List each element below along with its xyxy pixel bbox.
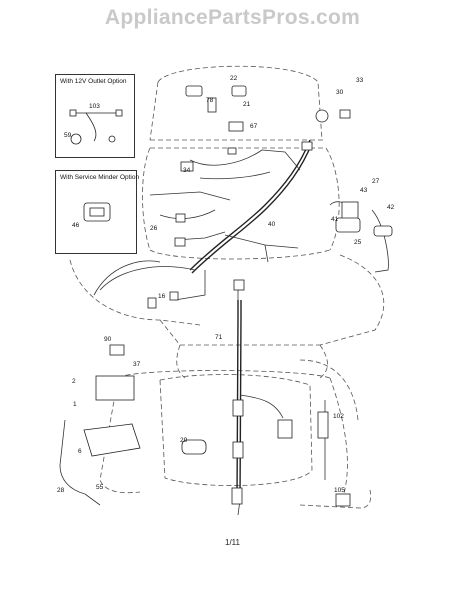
callout-25: 25: [354, 239, 362, 246]
watermark-title: AppliancePartsPros.com: [104, 6, 361, 29]
callout-103: 103: [89, 103, 100, 110]
callout-30: 30: [336, 89, 344, 96]
callout-34: 34: [183, 167, 191, 174]
inset-service-minder-option: With Service Minder Option 46: [55, 170, 140, 254]
holddown-90: [109, 344, 125, 356]
plug-end: [231, 487, 243, 505]
outlet-harness-drawing: 103 59: [64, 103, 123, 145]
callout-22: 22: [230, 75, 238, 82]
callout-102: 102: [333, 413, 344, 420]
callout-46: 46: [72, 222, 80, 229]
callout-42: 42: [387, 204, 395, 211]
connector-22: [185, 85, 203, 97]
callout-27: 27: [372, 178, 380, 185]
battery: [95, 375, 135, 401]
page-number: 1/11: [225, 538, 240, 547]
callout-90: 90: [104, 336, 112, 343]
relay: [233, 279, 245, 291]
callout-16: 16: [158, 293, 166, 300]
callout-33: 33: [356, 77, 364, 84]
service-minder-drawing: 46: [72, 202, 111, 229]
connector-ignition: [301, 141, 313, 151]
callout-59: 59: [64, 132, 72, 139]
callout-40: 40: [268, 221, 276, 228]
harness-components: [83, 85, 393, 507]
tractor-outline: [69, 65, 385, 509]
starter-25: [335, 217, 361, 233]
seat-switch: [277, 419, 293, 439]
switch-105: [335, 493, 351, 507]
main-harness: [189, 139, 313, 501]
callout-26: 26: [150, 225, 158, 232]
bracket-33: [339, 109, 351, 119]
connector-21: [231, 85, 247, 97]
callout-43: 43: [360, 187, 368, 194]
inset-12v-outlet-option: With 12V Outlet Option 103 59: [55, 74, 135, 158]
cable-42: [373, 225, 393, 237]
callout-1: 1: [73, 401, 77, 408]
callout-55: 55: [96, 484, 104, 491]
inset-title-12v: With 12V Outlet Option: [60, 78, 127, 85]
connector-left: [174, 237, 186, 247]
callout-105: 105: [334, 487, 345, 494]
connector-29: [181, 439, 207, 455]
battery-tray: [83, 423, 141, 457]
connector-mid: [232, 399, 244, 417]
callout-41: 41: [331, 216, 339, 223]
callout-2: 2: [72, 378, 76, 385]
callout-28: 28: [57, 487, 65, 494]
callout-6: 6: [78, 448, 82, 455]
inset-title-service-minder: With Service Minder Option: [60, 174, 140, 181]
callout-71: 71: [215, 334, 223, 341]
fuse-102: [317, 411, 329, 439]
connector-low: [232, 441, 244, 459]
connector-67: [228, 121, 244, 132]
key-switch-78: [207, 97, 217, 113]
connector-small: [227, 147, 237, 155]
callout-37: 37: [133, 361, 141, 368]
callout-labels: 22 78 21 67 33 30 34 27 43 42 41 25 26 4…: [57, 75, 395, 494]
callout-67: 67: [250, 123, 258, 130]
connector-16b: [169, 291, 179, 301]
callout-21: 21: [243, 101, 251, 108]
callout-29: 29: [180, 437, 188, 444]
connector-34: [180, 161, 194, 172]
light-30: [315, 109, 329, 123]
callout-78: 78: [206, 97, 214, 104]
connector-26: [175, 213, 186, 223]
switch-16: [147, 297, 157, 309]
